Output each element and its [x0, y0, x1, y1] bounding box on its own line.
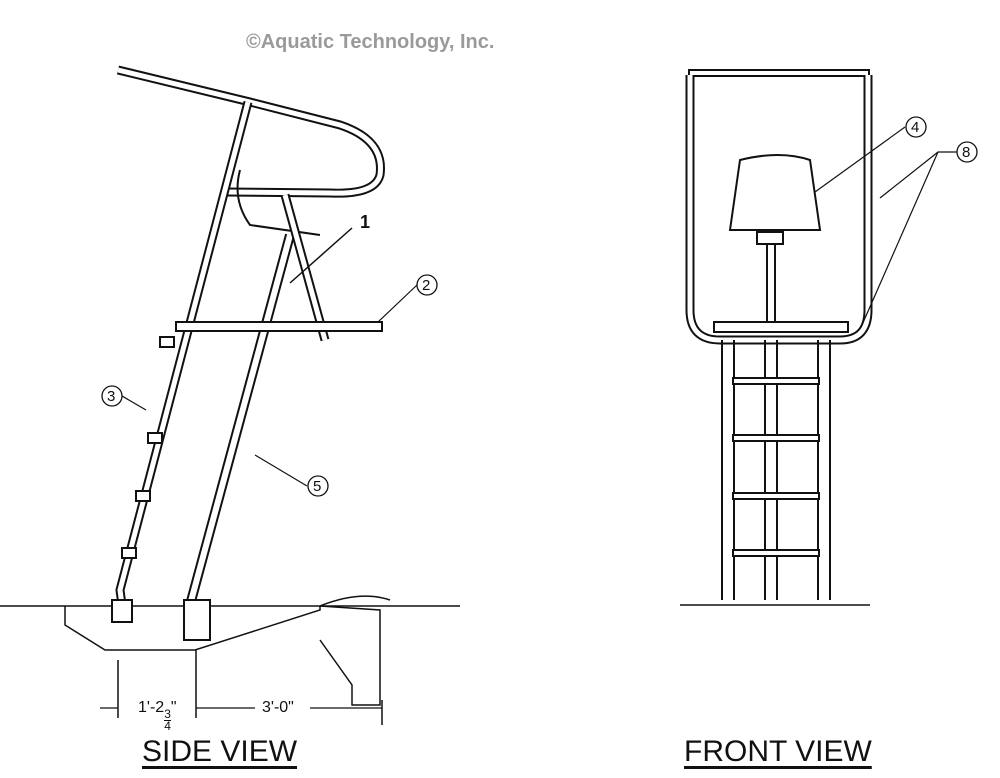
- callout-2: 2: [422, 277, 430, 294]
- copyright-notice: ©Aquatic Technology, Inc.: [246, 31, 495, 53]
- dimension-right: 3'-0": [262, 699, 294, 716]
- dimension-left-whole: 1'-2: [138, 699, 165, 716]
- callout-4: 4: [911, 119, 919, 136]
- front-view-title: FRONT VIEW: [684, 735, 872, 768]
- front-view-drawing: [680, 69, 957, 606]
- callout-5: 5: [313, 478, 321, 495]
- dimension-left-suffix: ": [170, 699, 177, 716]
- side-view-drawing: [0, 65, 460, 725]
- dimension-left-frac-num: 3: [164, 707, 171, 721]
- callout-8: 8: [962, 144, 970, 161]
- callout-3: 3: [107, 388, 115, 405]
- side-view-title: SIDE VIEW: [142, 735, 298, 768]
- callout-1: 1: [360, 212, 370, 232]
- dimension-left-frac-den: 4: [164, 719, 171, 733]
